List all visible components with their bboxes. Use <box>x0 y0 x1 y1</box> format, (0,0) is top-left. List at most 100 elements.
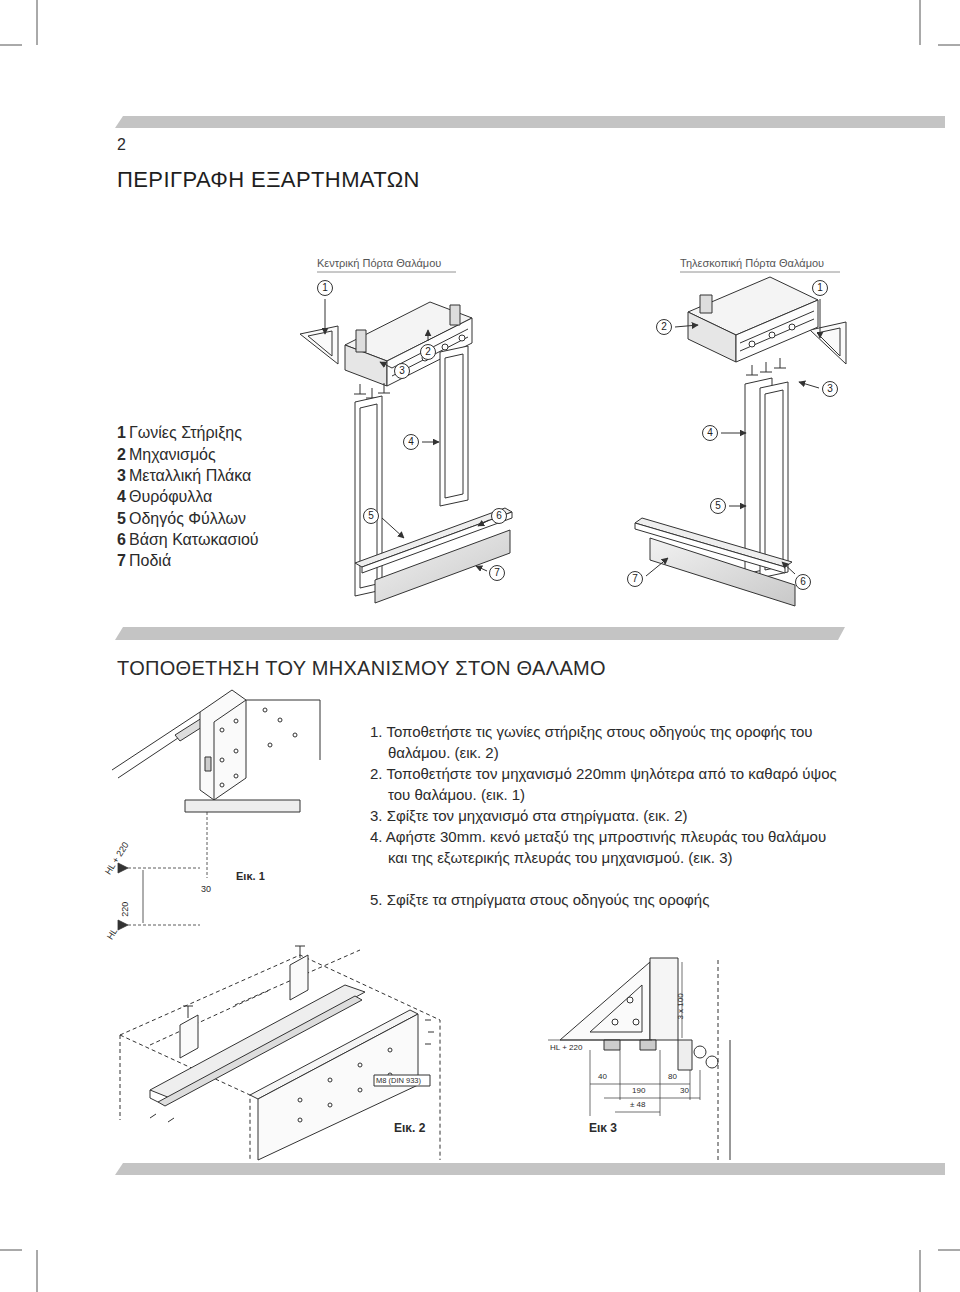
dimension-line <box>604 1098 700 1099</box>
callout-number: 4 <box>702 425 718 441</box>
figure-2-drawing <box>374 1075 430 1086</box>
leader-arrow <box>382 518 404 538</box>
crop-mark <box>938 45 960 46</box>
figure-1-drawing <box>246 700 320 760</box>
figure-2-drawing <box>290 955 308 1000</box>
figure-1-drawing <box>185 800 300 812</box>
part-number: 7 <box>117 551 126 570</box>
part-number: 6 <box>117 530 126 549</box>
section-bar <box>115 627 845 640</box>
figure-2-drawing <box>258 1014 418 1160</box>
leader-arrow <box>782 562 795 574</box>
part-name: Γωνίες Στήριξης <box>129 423 242 442</box>
part-name: Μηχανισμός <box>129 445 216 464</box>
dimension-line <box>660 1050 661 1116</box>
central-door-drawing <box>308 331 332 356</box>
dimension-line <box>207 812 208 878</box>
figure-1-drawing <box>278 718 282 722</box>
figure-2-drawing <box>358 1063 362 1067</box>
central-door-drawing <box>354 383 390 398</box>
dimension-line <box>700 1070 701 1100</box>
figure-2-drawing <box>120 946 440 1160</box>
dimension-label: 30 <box>680 1086 689 1096</box>
central-door-drawing <box>445 354 463 498</box>
telescopic-door-drawing <box>740 319 814 351</box>
figure-2-drawing <box>298 1098 302 1102</box>
section-bar <box>115 116 945 128</box>
label-underline <box>317 272 840 273</box>
part-name: Ποδιά <box>129 551 171 570</box>
dimension-line <box>590 1050 591 1116</box>
figure-1-drawing <box>234 749 238 753</box>
figure-2-drawing <box>183 946 305 1018</box>
figure-1-drawing <box>112 690 320 812</box>
part-number: 5 <box>117 509 126 528</box>
figure-1-drawing <box>234 774 238 778</box>
figure-1-drawing <box>293 733 297 737</box>
dimension-label: 190 <box>632 1086 645 1096</box>
figure-caption: Εικ. 1 <box>236 870 265 883</box>
central-door-drawing <box>300 302 512 603</box>
dimension-line <box>128 868 200 869</box>
dimension-line <box>620 1050 621 1100</box>
callout-number: 5 <box>363 508 379 524</box>
callout-text: 2 <box>425 347 431 357</box>
telescopic-door-drawing <box>760 382 788 578</box>
part-name: Οδηγός Φύλλων <box>129 509 246 528</box>
telescopic-door-drawing <box>746 358 786 375</box>
callout-text: 2 <box>661 322 667 332</box>
leader-arrow <box>646 558 668 576</box>
crop-mark <box>37 0 38 45</box>
figure-3-drawing <box>706 1056 718 1068</box>
section-heading: ΤΟΠΟΘΕΤΗΣΗ ΤΟΥ ΜΗΧΑΝΙΣΜΟΥ ΣΤΟΝ ΘΑΛΑΜΟ <box>117 656 606 680</box>
label-underline <box>317 272 456 273</box>
callout-number: 6 <box>795 574 811 590</box>
leader-arrow <box>380 362 392 368</box>
figure-label: Τηλεσκοπική Πόρτα Θαλάμου <box>680 257 824 270</box>
figure-3-drawing <box>560 962 650 1040</box>
figure-2-drawing <box>298 1118 302 1122</box>
leader-arrow <box>428 330 429 341</box>
dimension-line <box>128 925 200 926</box>
callout-text: 7 <box>494 568 500 578</box>
label-underline <box>680 272 840 273</box>
part-name: Θυρόφυλλα <box>129 487 212 506</box>
figure-2-drawing <box>150 1020 434 1122</box>
dimension-label: 3 x 100 <box>676 993 686 1019</box>
callout-number: 3 <box>394 363 410 379</box>
dimension-line <box>590 1084 690 1085</box>
callout-number: 5 <box>710 498 726 514</box>
figure-3-drawing <box>627 997 633 1003</box>
part-number: 3 <box>117 466 126 485</box>
page-heading: ΠΕΡΙΓΡΑΦΗ ΕΞΑΡΤΗΜΑΤΩΝ <box>117 167 420 193</box>
callout-number: 7 <box>489 565 505 581</box>
dimension-line <box>548 1040 652 1041</box>
callout-number: 7 <box>627 571 643 587</box>
telescopic-door-drawing <box>650 538 795 606</box>
figure-2-drawing <box>328 1103 332 1107</box>
figure-1-drawing <box>200 690 246 800</box>
figure-2-drawing <box>150 1090 158 1102</box>
telescopic-door-drawing <box>635 277 846 606</box>
leader-arrow <box>478 520 489 526</box>
callout-text: 4 <box>707 428 713 438</box>
dimension-label: 80 <box>668 1072 677 1082</box>
bolt-spec: M8 (DIN 933) <box>376 1076 421 1085</box>
callout-number: 4 <box>403 434 419 450</box>
part-name: Μεταλλική Πλάκα <box>129 466 251 485</box>
figure-1-drawing <box>220 783 224 787</box>
crop-mark <box>920 1250 921 1292</box>
crop-mark <box>37 1250 38 1292</box>
instruction-step: 1. Τοποθετήστε τις γωνίες στήριξης στους… <box>370 721 845 763</box>
figure-3-drawing <box>633 1019 639 1025</box>
figure-3-drawing <box>604 1040 620 1050</box>
dimension-line <box>548 962 700 1116</box>
callout-number: 2 <box>420 344 436 360</box>
dimension-line <box>118 920 128 930</box>
dimension-label: 220 <box>120 902 131 917</box>
leader-arrow <box>325 299 820 576</box>
figure-label: Κεντρική Πόρτα Θαλάμου <box>317 257 441 270</box>
telescopic-door-drawing <box>765 390 783 570</box>
